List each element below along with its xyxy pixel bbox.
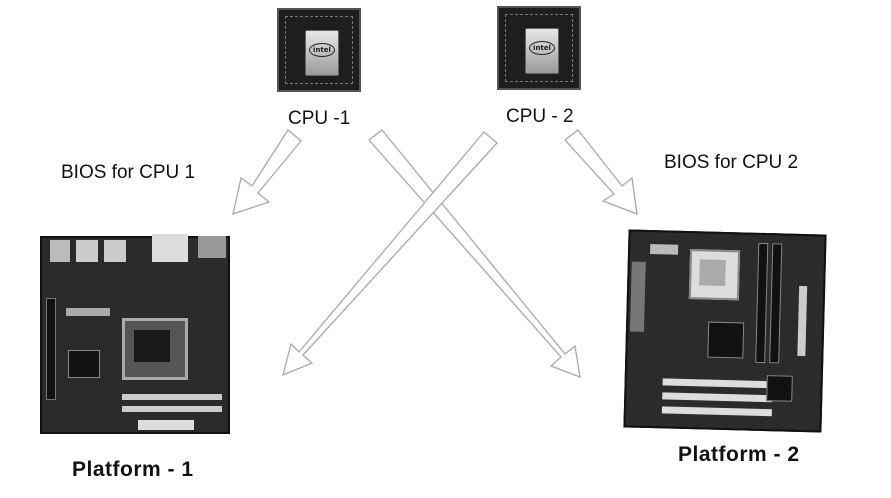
platform-2-label: Platform - 2 bbox=[678, 443, 800, 466]
arrow-cpu2-to-platform2 bbox=[564, 129, 638, 215]
cpu-2-chip-icon: intel bbox=[497, 6, 581, 90]
platform-1-motherboard-image bbox=[40, 234, 230, 434]
platform-2-motherboard-image bbox=[623, 229, 827, 433]
intel-logo: intel bbox=[309, 43, 335, 57]
arrow-cpu1-to-platform2 bbox=[368, 129, 581, 379]
cpu-1-chip-icon: intel bbox=[277, 8, 361, 92]
bios-cpu-2-label: BIOS for CPU 2 bbox=[664, 152, 799, 173]
arrow-cpu1-to-platform1 bbox=[232, 129, 302, 215]
cpu-1-label: CPU -1 bbox=[288, 108, 351, 129]
intel-logo: intel bbox=[529, 41, 555, 55]
arrow-cpu2-to-platform1 bbox=[282, 131, 498, 377]
platform-1-label: Platform - 1 bbox=[72, 458, 194, 481]
cpu-2-label: CPU - 2 bbox=[506, 106, 574, 127]
bios-cpu-1-label: BIOS for CPU 1 bbox=[61, 162, 196, 183]
